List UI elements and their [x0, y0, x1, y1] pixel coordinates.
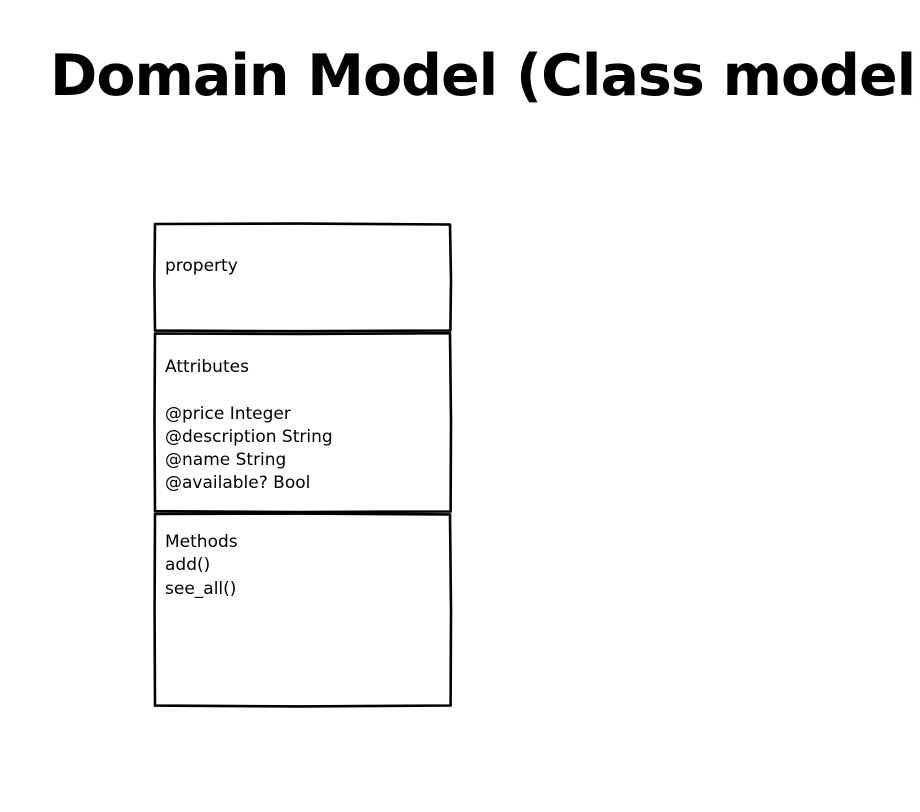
methods-header: Methods [165, 532, 238, 552]
class-name: property [165, 256, 238, 276]
method-item: see_all() [165, 578, 237, 599]
class-box-methods-compartment [153, 512, 453, 708]
class-box-attributes-compartment [153, 331, 453, 514]
attribute-item: @name String [165, 450, 287, 471]
attributes-header: Attributes [165, 357, 249, 377]
methods-section: Methods add() see_all() [165, 531, 238, 601]
class-box-name-compartment [153, 222, 453, 333]
attribute-item: @description String [165, 426, 333, 447]
attributes-section: Attributes @price Integer @description S… [165, 356, 333, 496]
page-title: Domain Model (Class model) [50, 43, 920, 109]
method-item: add() [165, 555, 211, 576]
attribute-item: @available? Bool [165, 473, 311, 494]
section-spacer [165, 379, 333, 402]
attribute-item: @price Integer [165, 403, 291, 424]
